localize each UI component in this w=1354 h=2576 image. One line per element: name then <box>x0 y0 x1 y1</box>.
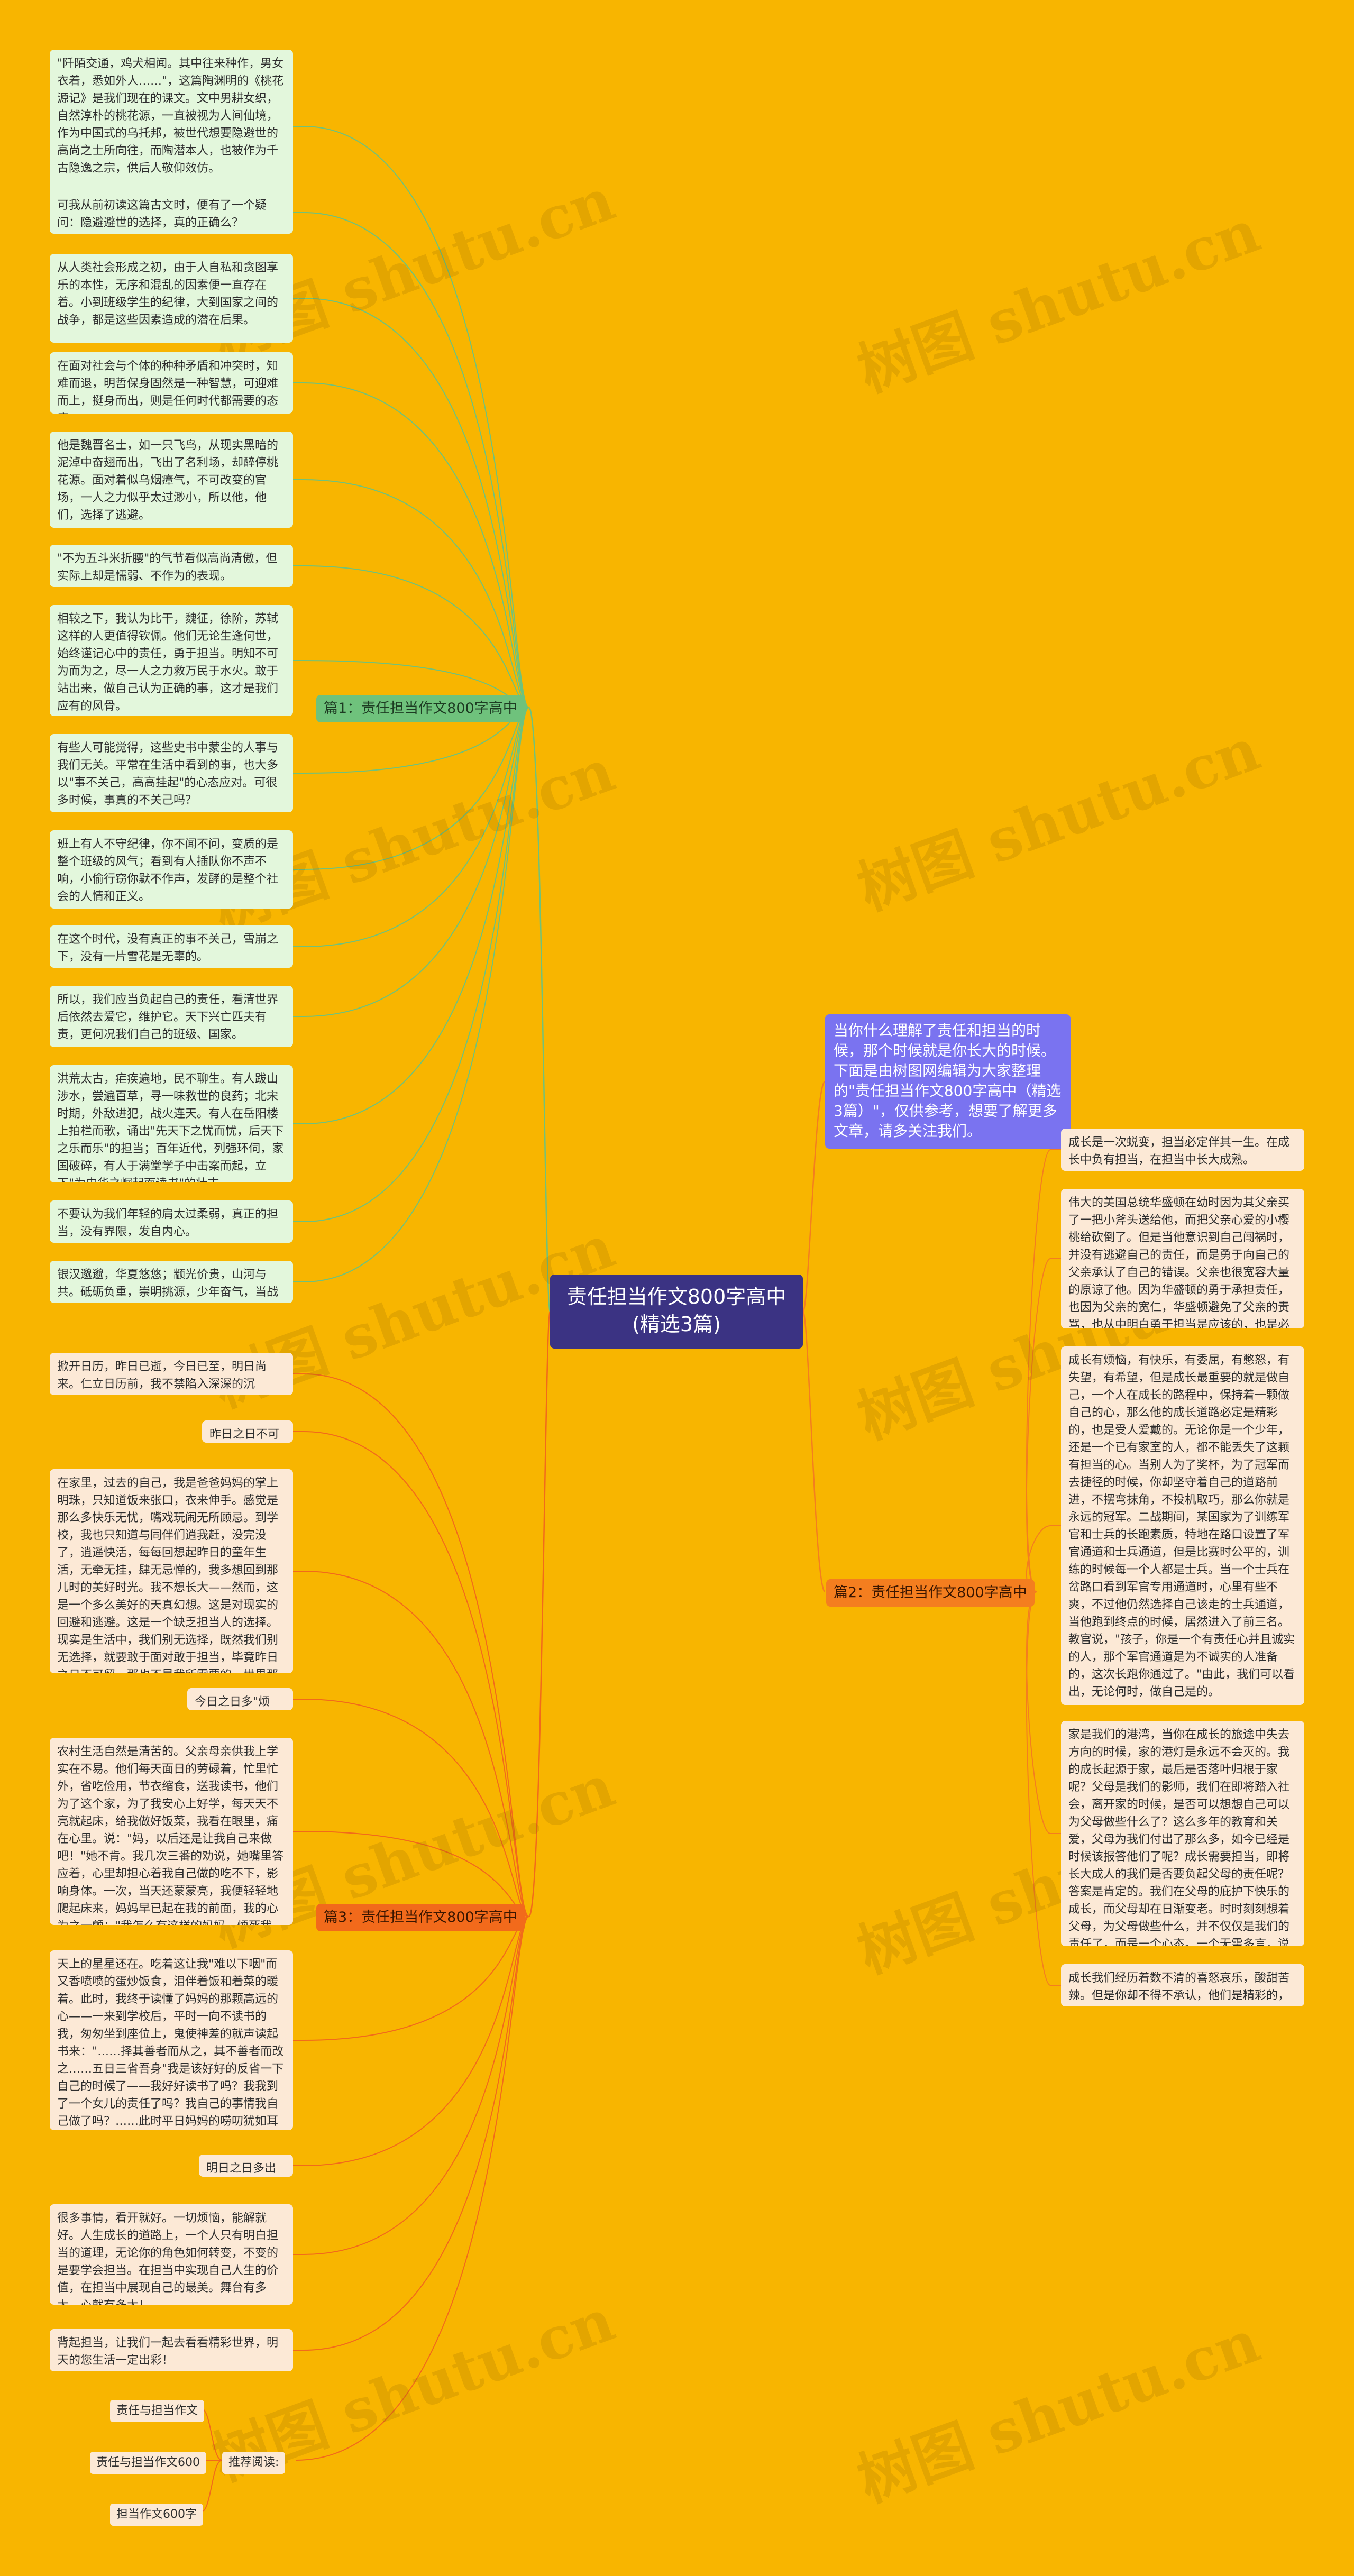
branch-1-leaf[interactable]: 从人类社会形成之初，由于人自私和贪图享乐的本性，无序和混乱的因素便一直存在着。小… <box>50 254 293 343</box>
connector-line <box>293 212 529 708</box>
branch-2-leaf[interactable]: 成长是一次蜕变，担当必定伴其一生。在成长中负有担当，在担当中长大成熟。 <box>1061 1129 1304 1171</box>
branch-3-leaf[interactable]: 农村生活自然是清苦的。父亲母亲供我上学实在不易。他们每天面日的劳碌着，忙里忙外，… <box>50 1738 293 1925</box>
connector-line <box>293 1916 529 2041</box>
connector-line <box>293 479 529 708</box>
branch-2-leaf[interactable]: 伟大的美国总统华盛顿在幼时因为其父亲买了一把小斧头送给他，而把父亲心爱的小樱桃给… <box>1061 1189 1304 1328</box>
branch-3-leaf[interactable]: 背起担当，让我们一起去看看精彩世界，明天的您生活一定出彩！ <box>50 2329 293 2371</box>
connector-line <box>293 707 529 1282</box>
connector-line <box>1026 1149 1061 1592</box>
connector-line <box>293 1916 529 2255</box>
branch-1-leaf[interactable]: 在这个时代，没有真正的事不关己，雪崩之下，没有一片雪花是无辜的。 <box>50 925 293 968</box>
reading-link-3[interactable]: 担当作文600字 <box>110 2504 203 2526</box>
connector-line <box>200 2460 223 2513</box>
root-node[interactable]: 责任担当作文800字高中 (精选3篇) <box>550 1275 803 1349</box>
branch-1-leaf[interactable]: 他是魏晋名士，如一只飞鸟，从现实黑暗的泥淖中奋翅而出，飞出了名利场，却醉停桃花源… <box>50 432 293 528</box>
branch-1-leaf[interactable]: 银汉邈邈，华夏悠悠；颛光价贵，山河与共。砥砺负重，崇明挑源，少年奋气，当战而驭！ <box>50 1261 293 1303</box>
branch-3-leaf[interactable]: 很多事情，看开就好。一切烦恼，能解就好。人生成长的道路上，一个人只有明白担当的道… <box>50 2204 293 2305</box>
connector-line <box>293 126 529 708</box>
branch-3-leaf[interactable]: 天上的星星还在。吃着这让我"难以下咽"而又香喷喷的蛋炒饭食，泪伴着饭和着菜的暖着… <box>50 1950 293 2130</box>
branch-1-leaf[interactable]: "不为五斗米折腰"的气节看似高尚清傲，但实际上却是懦弱、不作为的表现。 <box>50 545 293 587</box>
branch-3-leaf[interactable]: 昨日之日不可留 <box>202 1420 293 1443</box>
branch-3-leaf[interactable]: 明日之日多出彩 <box>199 2155 293 2177</box>
connector-line <box>293 707 529 1222</box>
branch-2-leaf[interactable]: 成长我们经历着数不清的喜怒哀乐，酸甜苦辣。但是你却不得不承认，他们是精彩的，也是… <box>1061 1964 1304 2006</box>
branch-1-leaf[interactable]: 班上有人不守纪律，你不闻不问，变质的是整个班级的风气；看到有人插队你不声不响，小… <box>50 830 293 909</box>
branch-1-leaf[interactable]: 不要认为我们年轻的肩太过柔弱，真正的担当，没有界限，发自内心。 <box>50 1200 293 1243</box>
branch-3-node[interactable]: 篇3：责任担当作文800字高中 <box>316 1904 525 1931</box>
branch-1-node[interactable]: 篇1：责任担当作文800字高中 <box>316 695 525 722</box>
branch-2-leaf[interactable]: 成长有烦恼，有快乐，有委屈，有憋怒，有失望，有希望，但是成长最重要的就是做自己，… <box>1061 1346 1304 1705</box>
branch-1-leaf[interactable]: 可我从前初读这篇古文时，便有了一个疑问：隐避避世的选择，真的正确么？ <box>50 191 293 234</box>
root-subtitle: (精选3篇) <box>632 1313 721 1336</box>
connector-line <box>293 1571 529 1917</box>
connector-line <box>293 1431 529 1917</box>
connector-line <box>293 1373 529 1917</box>
reading-link-2[interactable]: 责任与担当作文600 <box>90 2452 206 2474</box>
connector-line <box>293 1916 529 2351</box>
connector-line <box>293 707 529 1124</box>
connector-line <box>296 1916 529 2461</box>
connector-line <box>293 1916 529 2166</box>
connector-line <box>293 707 529 947</box>
connector-line <box>293 1699 529 1917</box>
recommended-reading-label[interactable]: 推荐阅读: <box>222 2452 286 2474</box>
branch-1-leaf[interactable]: 相较之下，我认为比干，魏征，徐阶，苏轼这样的人更值得钦佩。他们无论生逢何世，始终… <box>50 605 293 716</box>
reading-link-1[interactable]: 责任与担当作文 <box>110 2400 205 2422</box>
connector-line <box>1026 1591 1061 1834</box>
branch-1-leaf[interactable]: 洪荒太古，疟疾遍地，民不聊生。有人跋山涉水，尝遍百草，寻一味救世的良药；北宋时期… <box>50 1065 293 1182</box>
connector-line <box>293 382 529 708</box>
connector-line <box>293 565 529 708</box>
root-title: 责任担当作文800字高中 <box>566 1285 786 1308</box>
connector-line <box>293 707 529 1017</box>
branch-3-leaf[interactable]: 今日之日多"烦忧" <box>187 1688 293 1710</box>
intro-node[interactable]: 当你什么理解了责任和担当的时候，那个时候就是你长大的时候。下面是由树图网编辑为大… <box>825 1014 1071 1149</box>
branch-1-leaf[interactable]: 有些人可能觉得，这些史书中蒙尘的人事与我们无关。平常在生活中看到的事，也大多以"… <box>50 734 293 812</box>
branch-2-leaf[interactable]: 家是我们的港湾，当你在成长的旅途中失去方向的时候，家的港灯是永远不会灭的。我的成… <box>1061 1721 1304 1946</box>
connector-line <box>1026 1258 1061 1592</box>
branch-1-leaf[interactable]: 在面对社会与个体的种种矛盾和冲突时，知难而退，明哲保身固然是一种智慧，可迎难而上… <box>50 352 293 414</box>
branch-1-leaf[interactable]: "阡陌交通，鸡犬相闻。其中往来种作，男女衣着，悉如外人……"，这篇陶渊明的《桃花… <box>50 50 293 203</box>
branch-3-leaf[interactable]: 在家里，过去的自己，我是爸爸妈妈的掌上明珠，只知道饭来张口，衣来伸手。感觉是那么… <box>50 1469 293 1673</box>
connector-line <box>293 298 529 708</box>
branch-2-node[interactable]: 篇2：责任担当作文800字高中 <box>826 1579 1035 1607</box>
branch-1-leaf[interactable]: 所以，我们应当负起自己的责任，看清世界后依然去爱它，维护它。天下兴亡匹夫有责，更… <box>50 986 293 1047</box>
connector-line <box>1026 1591 1061 1986</box>
branch-3-leaf[interactable]: 掀开日历，昨日已逝，今日已至，明日尚来。仁立日历前，我不禁陷入深深的沉思…… <box>50 1353 293 1395</box>
connector-line <box>293 707 529 870</box>
